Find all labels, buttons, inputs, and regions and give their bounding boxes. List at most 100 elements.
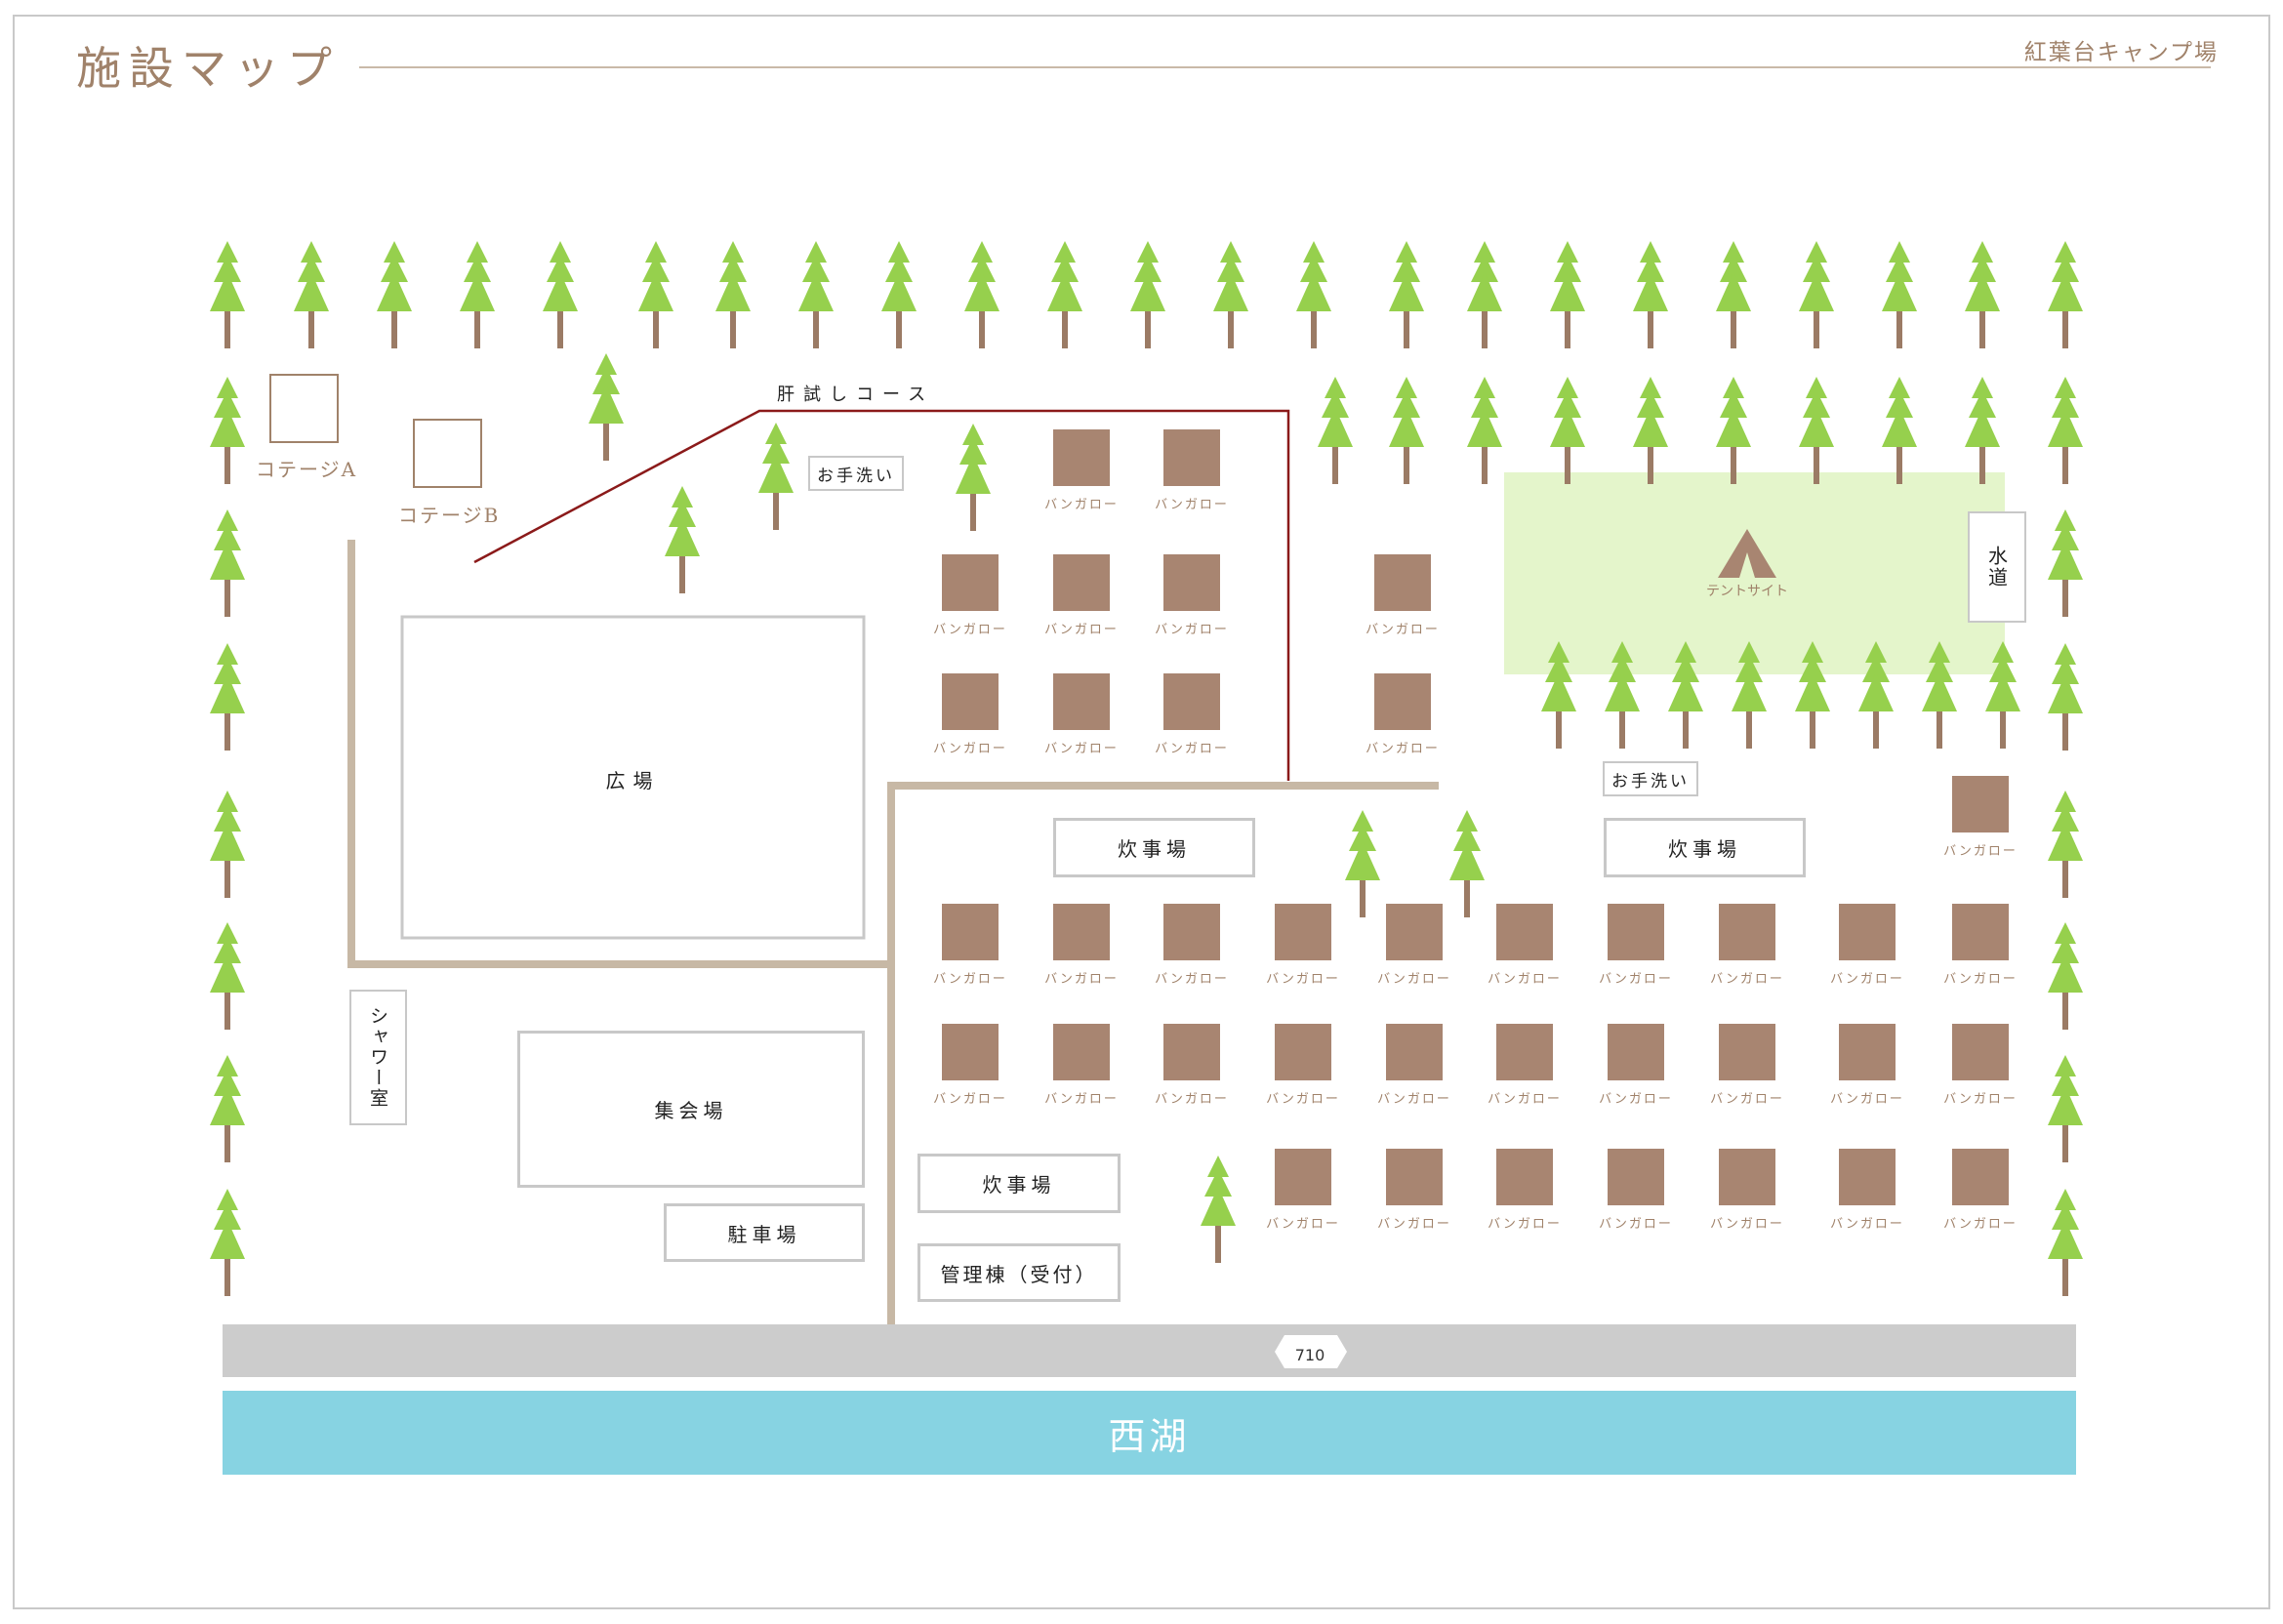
bungalow[interactable] xyxy=(942,554,999,611)
handwash-north[interactable]: お手洗い xyxy=(808,456,904,491)
bungalow-label: バンガロー xyxy=(1044,742,1119,756)
bungalow-label: バンガロー xyxy=(1366,623,1440,637)
bungalow-label: バンガロー xyxy=(1366,742,1440,756)
bungalow[interactable] xyxy=(1719,904,1775,960)
bungalow-label: バンガロー xyxy=(1710,1217,1784,1232)
bungalow[interactable] xyxy=(1053,554,1110,611)
bungalow-label: バンガロー xyxy=(933,1092,1007,1107)
bungalow[interactable] xyxy=(1163,904,1220,960)
bungalow[interactable] xyxy=(1386,1024,1443,1080)
tree-icon xyxy=(377,241,412,348)
kitchen-center[interactable]: 炊事場 xyxy=(1053,818,1255,877)
assembly-hall[interactable]: 集会場 xyxy=(517,1031,865,1188)
bungalow[interactable] xyxy=(1608,904,1664,960)
bungalow[interactable] xyxy=(1275,1149,1331,1205)
bungalow[interactable] xyxy=(1952,1149,2009,1205)
bungalow-label: バンガロー xyxy=(1155,498,1229,512)
bungalow[interactable] xyxy=(1496,1024,1553,1080)
admin-office[interactable]: 管理棟（受付） xyxy=(917,1243,1121,1302)
bungalow-label: バンガロー xyxy=(1488,972,1562,987)
tree-icon xyxy=(210,1055,245,1162)
bungalow[interactable] xyxy=(1839,1024,1896,1080)
bungalow-label: バンガロー xyxy=(933,742,1007,756)
bungalow[interactable] xyxy=(1719,1024,1775,1080)
bungalow[interactable] xyxy=(1952,1024,2009,1080)
bungalow[interactable] xyxy=(1496,1149,1553,1205)
bungalow[interactable] xyxy=(1275,1024,1331,1080)
tree-icon xyxy=(210,241,245,348)
bungalow[interactable] xyxy=(1163,429,1220,486)
bungalow-label: バンガロー xyxy=(1488,1217,1562,1232)
bungalow[interactable] xyxy=(1608,1149,1664,1205)
bungalow-label: バンガロー xyxy=(1377,1217,1451,1232)
route-number: 710 xyxy=(1294,1345,1325,1364)
tree-icon xyxy=(1799,241,1834,348)
tree-icon xyxy=(1467,241,1502,348)
bungalow-label: バンガロー xyxy=(1377,1092,1451,1107)
tree-icon xyxy=(210,509,245,617)
road xyxy=(223,1324,2076,1377)
cottage-a[interactable] xyxy=(269,374,339,443)
handwash-east[interactable]: お手洗い xyxy=(1603,761,1698,796)
bungalow[interactable] xyxy=(1374,554,1431,611)
bungalow-label: バンガロー xyxy=(1044,498,1119,512)
shower-room[interactable]: シャワー室 xyxy=(349,990,407,1125)
plaza[interactable] xyxy=(400,615,866,940)
bungalow[interactable] xyxy=(942,904,999,960)
bungalow[interactable] xyxy=(1163,1024,1220,1080)
bungalow-label: バンガロー xyxy=(1377,972,1451,987)
water-tap[interactable]: 水道 xyxy=(1968,511,2026,623)
tree-icon xyxy=(798,241,834,348)
bungalow-label: バンガロー xyxy=(1710,1092,1784,1107)
bungalow-label: バンガロー xyxy=(1943,972,2018,987)
kitchen-south[interactable]: 炊事場 xyxy=(917,1154,1121,1213)
bungalow[interactable] xyxy=(942,1024,999,1080)
bungalow[interactable] xyxy=(1163,673,1220,730)
bungalow[interactable] xyxy=(1374,673,1431,730)
tent-icon xyxy=(1718,529,1776,578)
bungalow[interactable] xyxy=(1053,904,1110,960)
bungalow[interactable] xyxy=(1839,904,1896,960)
bungalow[interactable] xyxy=(1053,673,1110,730)
tree-icon xyxy=(2048,791,2083,898)
bungalow[interactable] xyxy=(1839,1149,1896,1205)
bungalow[interactable] xyxy=(942,673,999,730)
bungalow-label: バンガロー xyxy=(1830,972,1904,987)
tree-icon xyxy=(2048,1189,2083,1296)
kitchen-east[interactable]: 炊事場 xyxy=(1604,818,1806,877)
bungalow[interactable] xyxy=(1386,904,1443,960)
bungalow-label: バンガロー xyxy=(1155,972,1229,987)
tree-icon xyxy=(665,486,700,593)
bungalow[interactable] xyxy=(1496,904,1553,960)
campsite-name: 紅葉台キャンプ場 xyxy=(2023,40,2219,65)
bungalow[interactable] xyxy=(1386,1149,1443,1205)
lake-label: 西湖 xyxy=(1108,1414,1191,1458)
bungalow[interactable] xyxy=(1952,904,2009,960)
tree-icon xyxy=(2048,922,2083,1030)
bungalow-label: バンガロー xyxy=(1599,1092,1673,1107)
bungalow[interactable] xyxy=(1275,904,1331,960)
bungalow-label: バンガロー xyxy=(1943,1092,2018,1107)
bungalow-label: バンガロー xyxy=(1830,1092,1904,1107)
lake xyxy=(223,1391,2076,1475)
parking-lot[interactable]: 駐車場 xyxy=(664,1203,865,1262)
bungalow-label: バンガロー xyxy=(1155,1092,1229,1107)
tree-icon xyxy=(956,424,991,531)
bungalow-label: バンガロー xyxy=(1044,972,1119,987)
tree-icon xyxy=(460,241,495,348)
tree-icon xyxy=(2048,241,2083,348)
cottage-b[interactable] xyxy=(413,419,482,488)
bungalow[interactable] xyxy=(1608,1024,1664,1080)
tree-icon xyxy=(1047,241,1082,348)
tree-icon xyxy=(210,922,245,1030)
bungalow[interactable] xyxy=(1163,554,1220,611)
tree-icon xyxy=(1716,241,1751,348)
bungalow[interactable] xyxy=(1053,1024,1110,1080)
tree-icon xyxy=(1213,241,1248,348)
bungalow[interactable] xyxy=(1952,776,2009,832)
cottage-b-label: コテージB xyxy=(398,504,501,527)
tree-icon xyxy=(2048,1055,2083,1162)
tree-icon xyxy=(1296,241,1331,348)
bungalow[interactable] xyxy=(1719,1149,1775,1205)
bungalow[interactable] xyxy=(1053,429,1110,486)
